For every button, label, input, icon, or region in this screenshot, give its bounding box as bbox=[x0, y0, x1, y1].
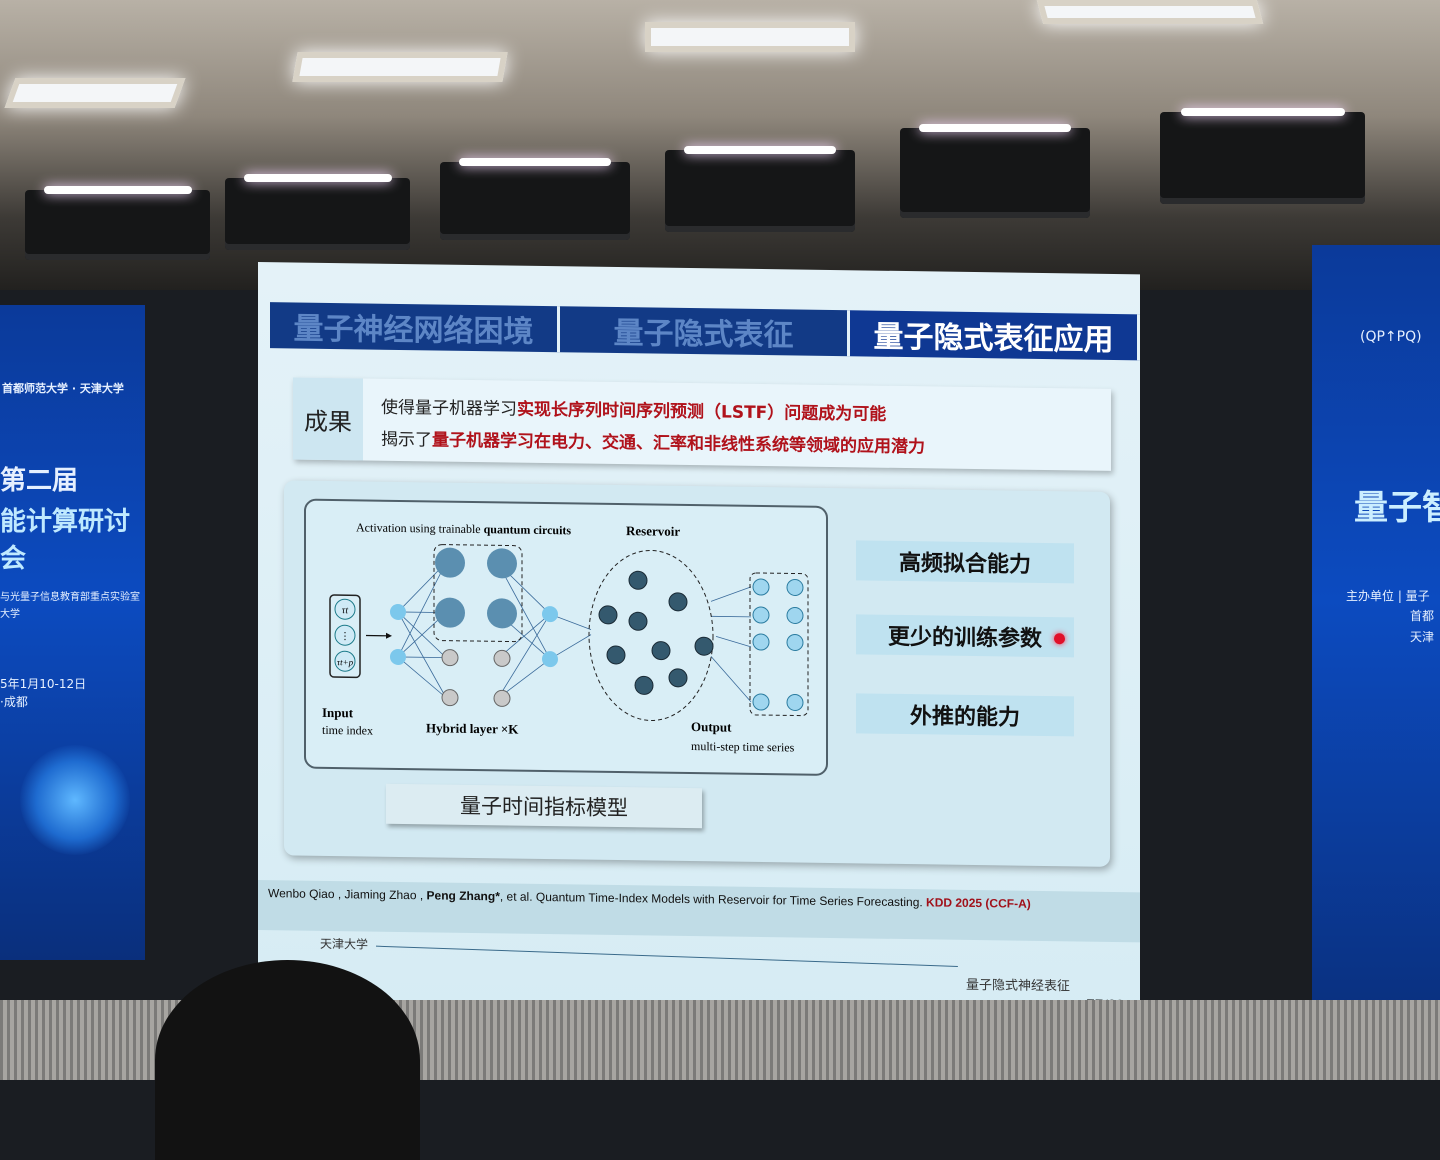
tau-mid: ⋮ bbox=[340, 631, 350, 642]
stage-light bbox=[440, 162, 630, 240]
citation-bold-author: Peng Zhang* bbox=[427, 888, 500, 903]
banner-title-1: 第二届 bbox=[0, 460, 78, 497]
slide-tabs: 量子神经网络困境 量子隐式表征 量子隐式表征应用 bbox=[270, 302, 1140, 360]
banner-place: ·成都 bbox=[0, 693, 28, 710]
banner-date: 5年1月10-12日 bbox=[0, 675, 86, 692]
activation-label: Activation using trainable quantum circu… bbox=[356, 520, 571, 537]
stage-light bbox=[25, 190, 210, 260]
ceiling-light bbox=[645, 22, 855, 52]
presentation-slide: 量子神经网络困境 量子隐式表征 量子隐式表征应用 成果 使得量子机器学习实现长序… bbox=[258, 262, 1140, 1032]
node bbox=[542, 606, 558, 622]
diagram-graphic: τt ⋮ τt+p Activation using t bbox=[306, 501, 826, 774]
banner-organizer: 与光量子信息教育部重点实验室 bbox=[0, 588, 140, 603]
reservoir-label: Reservoir bbox=[626, 523, 680, 539]
model-label: 量子时间指标模型 bbox=[386, 784, 702, 828]
ceiling-light bbox=[1037, 0, 1263, 24]
banner-title-2: 能计算研讨会 bbox=[0, 501, 145, 575]
result-line-1-highlight: 实现长序列时间序列预测（LSTF）问题成为可能 bbox=[517, 400, 886, 425]
node bbox=[494, 690, 510, 706]
banner-title: 量子智 bbox=[1354, 480, 1440, 529]
bloch-sphere bbox=[435, 597, 465, 627]
stage-light bbox=[225, 178, 410, 250]
connections bbox=[398, 562, 751, 702]
architecture-diagram: τt ⋮ τt+p Activation using t bbox=[304, 499, 828, 776]
banner-host: 主办单位 | 量子 bbox=[1346, 587, 1430, 604]
output-sub: multi-step time series bbox=[691, 739, 795, 754]
feature-high-freq-fit: 高频拟合能力 bbox=[856, 540, 1074, 583]
tau-bottom: τt+p bbox=[337, 657, 354, 667]
citation-venue: KDD 2025 (CCF-A) bbox=[926, 895, 1031, 910]
right-banner: (QP↑PQ) 量子智 主办单位 | 量子 首都 天津 bbox=[1312, 245, 1440, 1035]
citation: Wenbo Qiao , Jiaming Zhao , Peng Zhang*,… bbox=[258, 880, 1140, 942]
ceiling bbox=[0, 0, 1440, 290]
ceiling-light bbox=[5, 78, 186, 108]
node bbox=[442, 690, 458, 706]
input-label: Input bbox=[322, 705, 354, 720]
tab-quantum-nn-dilemma: 量子神经网络困境 bbox=[270, 302, 560, 352]
node bbox=[542, 651, 558, 667]
stage-light bbox=[900, 128, 1090, 218]
tab-quantum-implicit-repr-app: 量子隐式表征应用 bbox=[850, 310, 1140, 360]
result-label: 成果 bbox=[293, 377, 363, 460]
banner-logos: 首都师范大学 · 天津大学 bbox=[2, 380, 124, 396]
banner-graphic bbox=[20, 745, 130, 855]
tau-top: τt bbox=[342, 605, 349, 616]
banner-logo: (QP↑PQ) bbox=[1360, 329, 1422, 345]
footer-section: 量子隐式神经表征 bbox=[966, 974, 1070, 994]
stage-light bbox=[665, 150, 855, 232]
banner-host-3: 天津 bbox=[1410, 628, 1434, 645]
result-line-1: 使得量子机器学习实现长序列时间序列预测（LSTF）问题成为可能 bbox=[381, 393, 886, 425]
citation-authors: Wenbo Qiao , Jiaming Zhao , bbox=[268, 886, 427, 902]
audience-head bbox=[155, 960, 420, 1160]
result-line-2-prefix: 揭示了 bbox=[381, 430, 432, 451]
main-card: τt ⋮ τt+p Activation using t bbox=[284, 480, 1110, 867]
left-banner: 首都师范大学 · 天津大学 第二届 能计算研讨会 与光量子信息教育部重点实验室 … bbox=[0, 305, 145, 960]
footer-divider bbox=[376, 946, 958, 967]
bloch-sphere bbox=[435, 547, 465, 577]
output-label: Output bbox=[691, 719, 732, 735]
reservoir-nodes bbox=[599, 571, 713, 696]
bloch-sphere bbox=[487, 598, 517, 628]
node bbox=[494, 650, 510, 666]
node bbox=[442, 650, 458, 666]
tab-quantum-implicit-repr: 量子隐式表征 bbox=[560, 306, 850, 356]
result-line-2-highlight: 量子机器学习在电力、交通、汇率和非线性系统等领域的应用潜力 bbox=[432, 430, 925, 457]
banner-host-2: 首都 bbox=[1410, 607, 1434, 624]
output-nodes bbox=[753, 579, 803, 711]
result-line-2: 揭示了量子机器学习在电力、交通、汇率和非线性系统等领域的应用潜力 bbox=[381, 425, 925, 458]
feature-fewer-params: 更少的训练参数 bbox=[856, 614, 1074, 657]
feature-extrapolation: 外推的能力 bbox=[856, 693, 1074, 736]
hybrid-layer-label: Hybrid layer ×K bbox=[426, 720, 519, 736]
banner-organizer-2: 大学 bbox=[0, 605, 20, 620]
result-box: 成果 使得量子机器学习实现长序列时间序列预测（LSTF）问题成为可能 揭示了量子… bbox=[293, 377, 1111, 470]
footer-university: 天津大学 bbox=[320, 935, 368, 953]
input-sub: time index bbox=[322, 723, 373, 738]
result-line-1-prefix: 使得量子机器学习 bbox=[381, 398, 517, 420]
stage-light bbox=[1160, 112, 1365, 204]
ceiling-light bbox=[292, 52, 507, 82]
laser-pointer-dot bbox=[1054, 633, 1065, 644]
bloch-sphere bbox=[487, 548, 517, 578]
citation-title: , et al. Quantum Time-Index Models with … bbox=[500, 889, 926, 909]
reservoir-ellipse bbox=[589, 550, 713, 722]
